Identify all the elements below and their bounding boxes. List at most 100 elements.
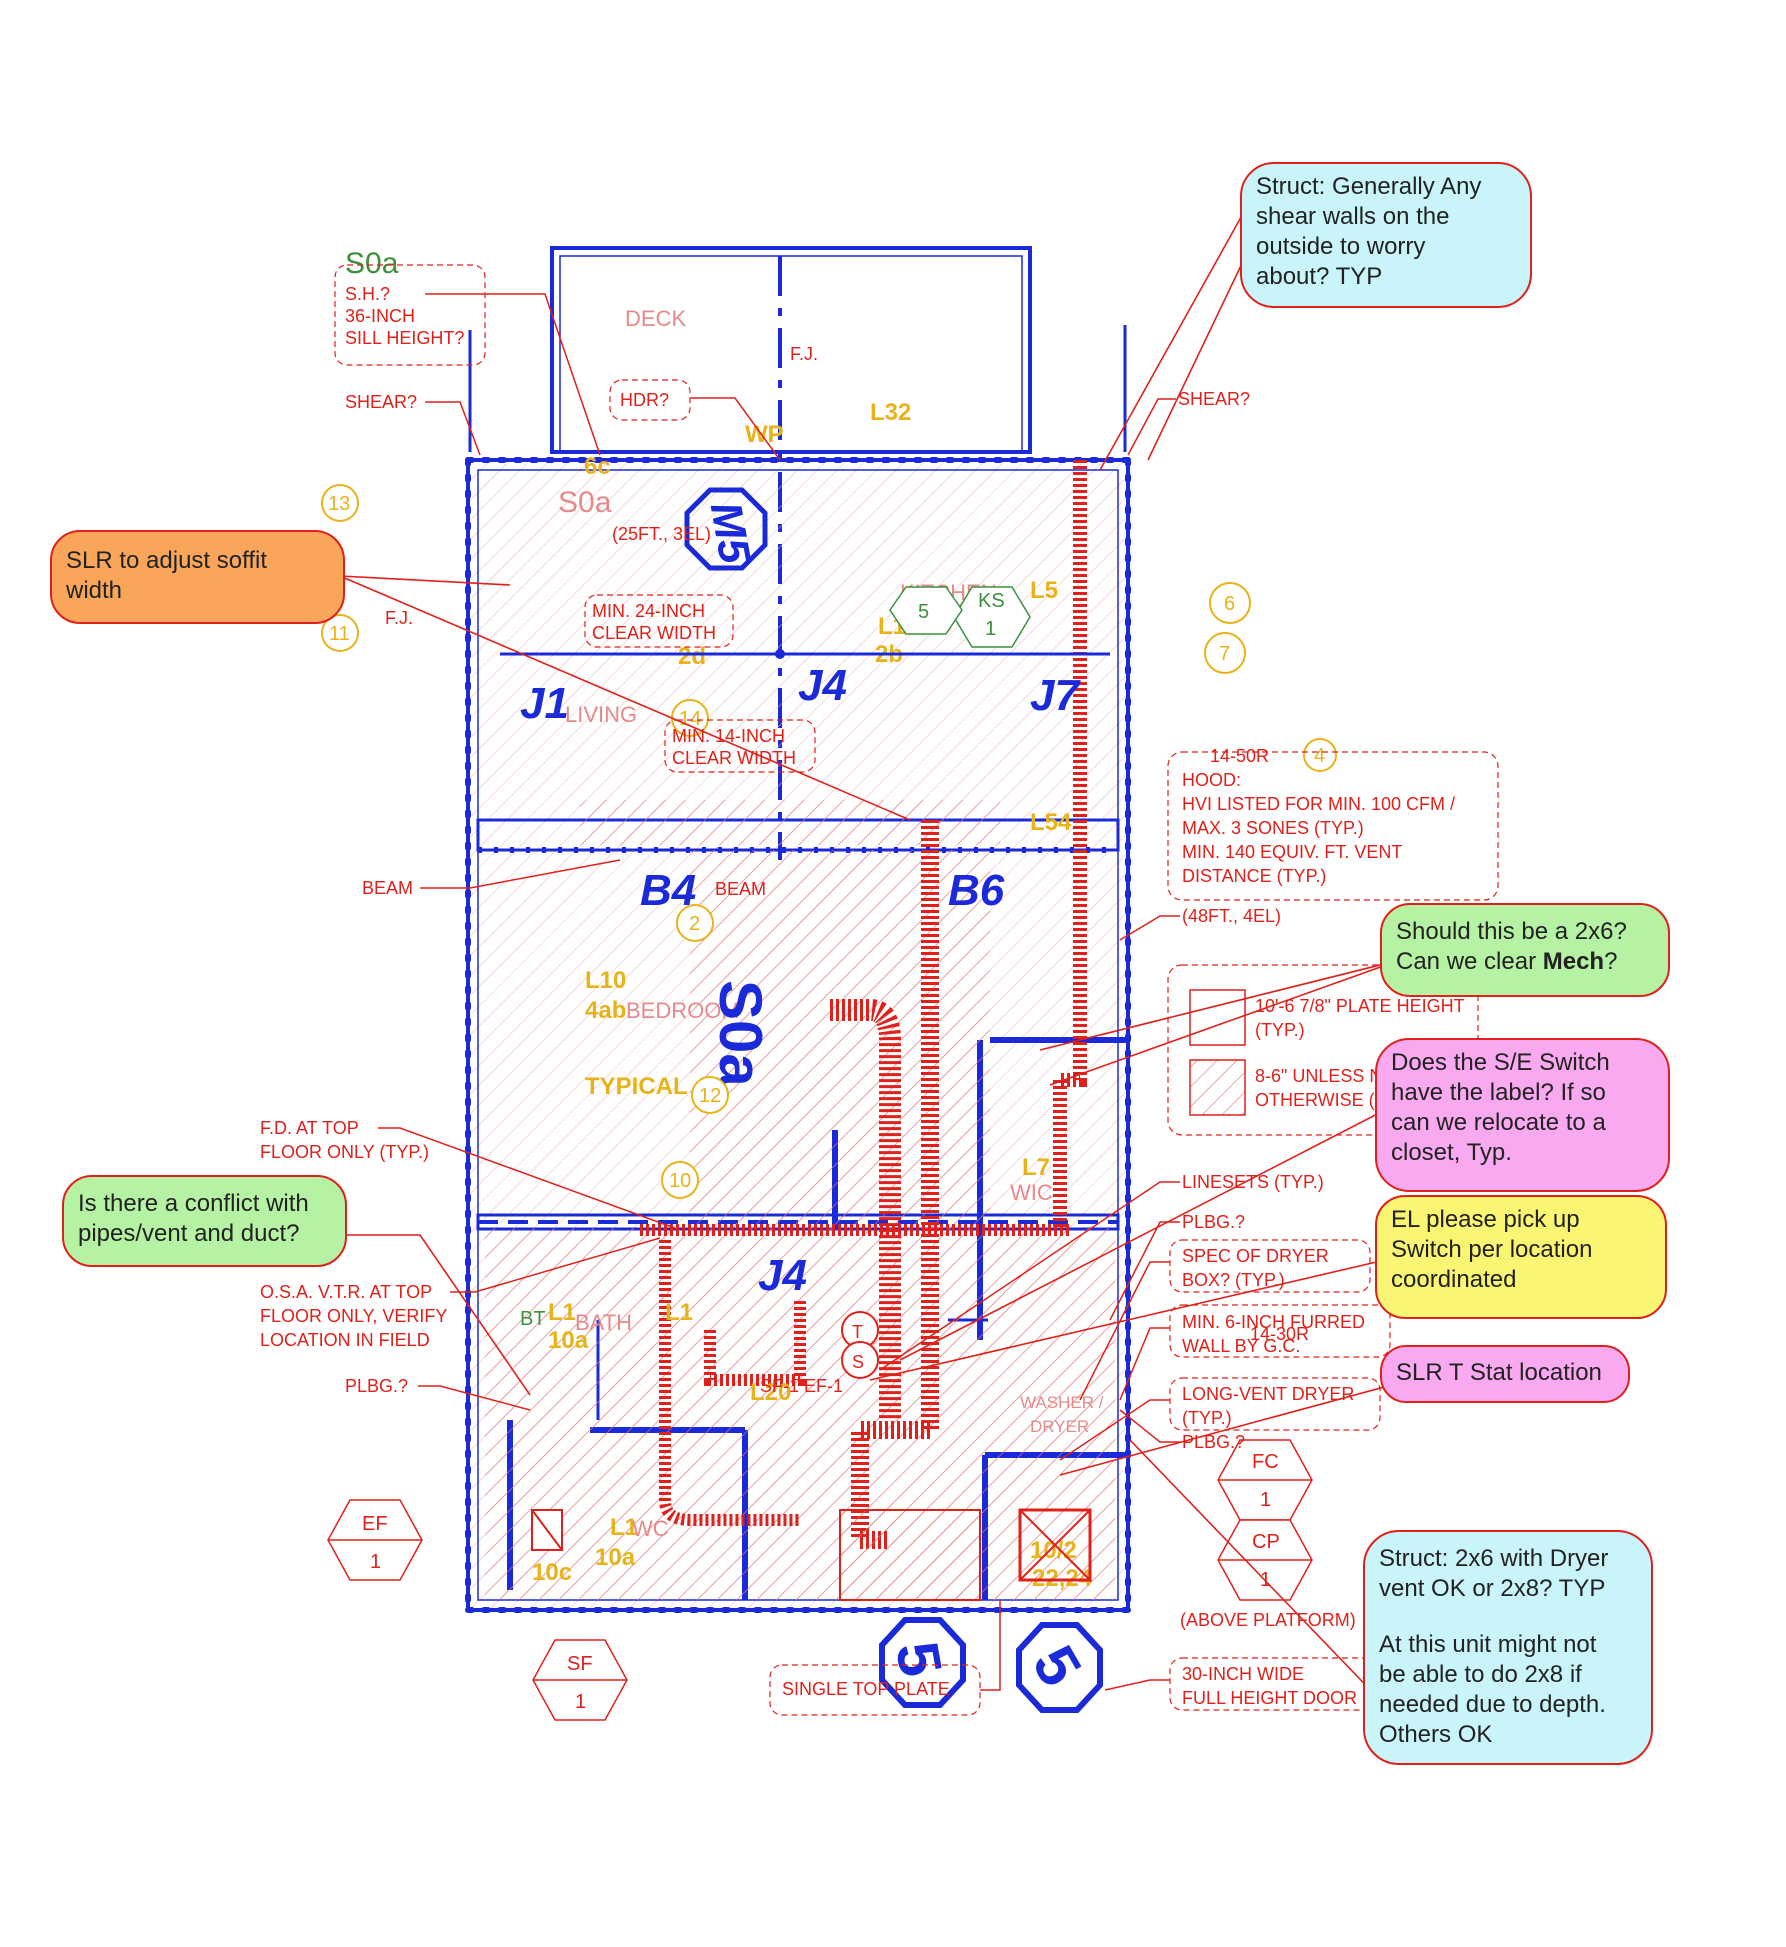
- comment-cloud-se-switch[interactable]: Does the S/E Switch have the label? If s…: [1375, 1038, 1670, 1192]
- note-door: 30-INCH WIDE FULL HEIGHT DOOR: [1104, 1657, 1381, 1711]
- svg-text:SPEC OF DRYER: SPEC OF DRYER: [1182, 1246, 1329, 1266]
- room-bath-label: BATH: [575, 1310, 632, 1335]
- cloud-line: Others OK: [1379, 1721, 1493, 1748]
- fc-tag-top: FC: [1252, 1451, 1279, 1473]
- cloud-line: coordinated: [1391, 1266, 1517, 1293]
- note-linesets: LINESETS (TYP.): [1182, 1172, 1324, 1192]
- ef-tag-top: EF: [362, 1513, 388, 1535]
- svg-text:36-INCH: 36-INCH: [345, 306, 415, 326]
- note-fd-2: FLOOR ONLY (TYP.): [260, 1142, 429, 1162]
- svg-text:HVI LISTED FOR MIN. 100 CFM /: HVI LISTED FOR MIN. 100 CFM /: [1182, 794, 1455, 814]
- comment-cloud-conflict[interactable]: Is there a conflict with pipes/vent and …: [62, 1175, 347, 1267]
- svg-text:(TYP.): (TYP.): [1182, 1408, 1232, 1428]
- svg-text:DISTANCE (TYP.): DISTANCE (TYP.): [1182, 866, 1326, 886]
- fixture-l5: L5: [1030, 577, 1058, 604]
- m5-marker: M5: [684, 487, 768, 571]
- room-washer-label: WASHER /: [1020, 1393, 1104, 1412]
- cloud-line: needed due to depth.: [1379, 1691, 1606, 1718]
- note-fj-top: F.J.: [790, 344, 818, 364]
- bt-label: BT: [520, 1308, 546, 1330]
- room-dryer-label: DRYER: [1030, 1417, 1089, 1436]
- svg-text:WALL BY G.C.: WALL BY G.C.: [1182, 1336, 1300, 1356]
- cloud-line: width: [66, 577, 123, 604]
- svg-text:SILL HEIGHT?: SILL HEIGHT?: [345, 328, 464, 348]
- fixture-10a-wc: 10a: [595, 1544, 636, 1571]
- tag-11: 11: [329, 623, 350, 645]
- note-48ft: (48FT., 4EL): [1182, 906, 1281, 926]
- sheet-code-bedroom: S0a: [707, 980, 774, 1087]
- comment-cloud-el-switch[interactable]: EL please pick up Switch per location co…: [1375, 1195, 1667, 1319]
- comment-cloud-slr-tstat[interactable]: SLR T Stat location: [1380, 1345, 1630, 1403]
- cloud-line: have the label? If so: [1391, 1079, 1606, 1106]
- bt-tag: BT: [520, 1308, 546, 1330]
- note-beam-mid: BEAM: [715, 879, 766, 899]
- comment-cloud-should-2x6[interactable]: Should this be a 2x6? Can we clear Mech?: [1380, 903, 1670, 997]
- sf-tag-bottom: 1: [575, 1691, 586, 1713]
- joist-j7: J7: [1030, 671, 1081, 720]
- fixture-4ab: 4ab: [585, 997, 626, 1024]
- numbered-tags: 13 11 6 7 2 12 10 14 5 4: [321, 484, 1337, 1199]
- comment-cloud-struct-shear[interactable]: Struct: Generally Any shear walls on the…: [1240, 162, 1532, 308]
- svg-text:MIN. 6-INCH FURRED: MIN. 6-INCH FURRED: [1182, 1312, 1365, 1332]
- ducts: [640, 460, 1087, 1601]
- svg-text:S: S: [852, 1352, 864, 1372]
- tag-2: 2: [689, 913, 700, 935]
- cloud-line-text: Can we clear: [1396, 948, 1543, 975]
- cloud-line: Struct: 2x6 with Dryer: [1379, 1545, 1609, 1572]
- cloud-line: EL please pick up: [1391, 1206, 1580, 1233]
- tag-6: 6: [1224, 593, 1235, 615]
- note-sf-ef: SF-1 EF-1: [760, 1376, 843, 1396]
- fixture-bt-l1: L1: [548, 1299, 576, 1326]
- note-osa-2: FLOOR ONLY, VERIFY: [260, 1306, 447, 1326]
- cloud-line: Can we clear Mech?: [1396, 947, 1654, 977]
- cloud-line: [1379, 1604, 1637, 1630]
- note-hdr: HDR?: [609, 379, 781, 461]
- note-dryer-box: SPEC OF DRYER BOX? (TYP.): [1079, 1239, 1371, 1401]
- m5-label: M5: [701, 498, 760, 567]
- ef-tag-bottom: 1: [370, 1551, 381, 1573]
- cloud-line-tail: ?: [1604, 948, 1618, 975]
- note-longvent: LONG-VENT DRYER (TYP.): [1059, 1377, 1381, 1461]
- note-shear-left: SHEAR?: [345, 392, 417, 412]
- joist-j4-top: J4: [798, 661, 847, 710]
- svg-text:14-50R: 14-50R: [1210, 746, 1269, 766]
- fixture-l7: L7: [1022, 1154, 1050, 1181]
- wp-label: WP: [745, 421, 784, 448]
- fixture-l20: L20: [750, 1379, 791, 1406]
- fixture-l32: L32: [870, 399, 911, 426]
- red-notes: S.H.? 36-INCH SILL HEIGHT? SHEAR? SHEAR?…: [260, 264, 1499, 1716]
- room-deck-label: DECK: [625, 306, 686, 331]
- svg-text:MIN. 24-INCH: MIN. 24-INCH: [592, 601, 705, 621]
- svg-text:30-INCH WIDE: 30-INCH WIDE: [1182, 1664, 1304, 1684]
- note-fd-1: F.D. AT TOP: [260, 1118, 359, 1138]
- svg-text:S.H.?: S.H.?: [345, 284, 390, 304]
- exhaust-fan-icon: [531, 1508, 1092, 1582]
- note-above-platform: (ABOVE PLATFORM): [1180, 1610, 1356, 1630]
- cloud-line: outside to worry: [1256, 233, 1426, 260]
- svg-text:HOOD:: HOOD:: [1182, 770, 1241, 790]
- fixture-l1-wc: L1: [610, 1514, 638, 1541]
- note-min24: MIN. 24-INCH CLEAR WIDTH: [584, 594, 734, 648]
- svg-text:HDR?: HDR?: [620, 390, 669, 410]
- tag-13: 13: [328, 493, 350, 515]
- cloud-line: SLR T Stat location: [1396, 1359, 1602, 1386]
- cloud-line: be able to do 2x8 if: [1379, 1661, 1582, 1688]
- svg-text:LONG-VENT DRYER: LONG-VENT DRYER: [1182, 1384, 1354, 1404]
- note-single-top: SINGLE TOP PLATE: [769, 1600, 1001, 1716]
- cloud-line: shear walls on the: [1256, 203, 1450, 230]
- comment-cloud-struct-dryer[interactable]: Struct: 2x6 with Dryer vent OK or 2x8? T…: [1363, 1530, 1653, 1765]
- mech-hatch: [485, 800, 1115, 1600]
- svg-text:CLEAR WIDTH: CLEAR WIDTH: [672, 748, 796, 768]
- ks-tag: KS 1 5: [889, 586, 1031, 648]
- fixture-bt-10a: 10a: [548, 1327, 589, 1354]
- comment-cloud-slr-soffit[interactable]: SLR to adjust soffit width: [50, 530, 345, 624]
- fixture-labels: L32 L1 2b 2d 6c L10 4ab TYPICAL L1 10a L…: [532, 399, 1093, 1592]
- svg-text:10'-6 7/8" PLATE HEIGHT: 10'-6 7/8" PLATE HEIGHT: [1255, 996, 1465, 1016]
- cloud-line: At this unit might not: [1379, 1631, 1597, 1658]
- note-fj-left: F.J.: [385, 608, 413, 628]
- cloud-line: Switch per location: [1391, 1236, 1593, 1263]
- svg-text:14-30R: 14-30R: [1250, 1324, 1309, 1344]
- room-wc-label: WC: [632, 1516, 669, 1541]
- typical-label: TYPICAL: [585, 1073, 688, 1100]
